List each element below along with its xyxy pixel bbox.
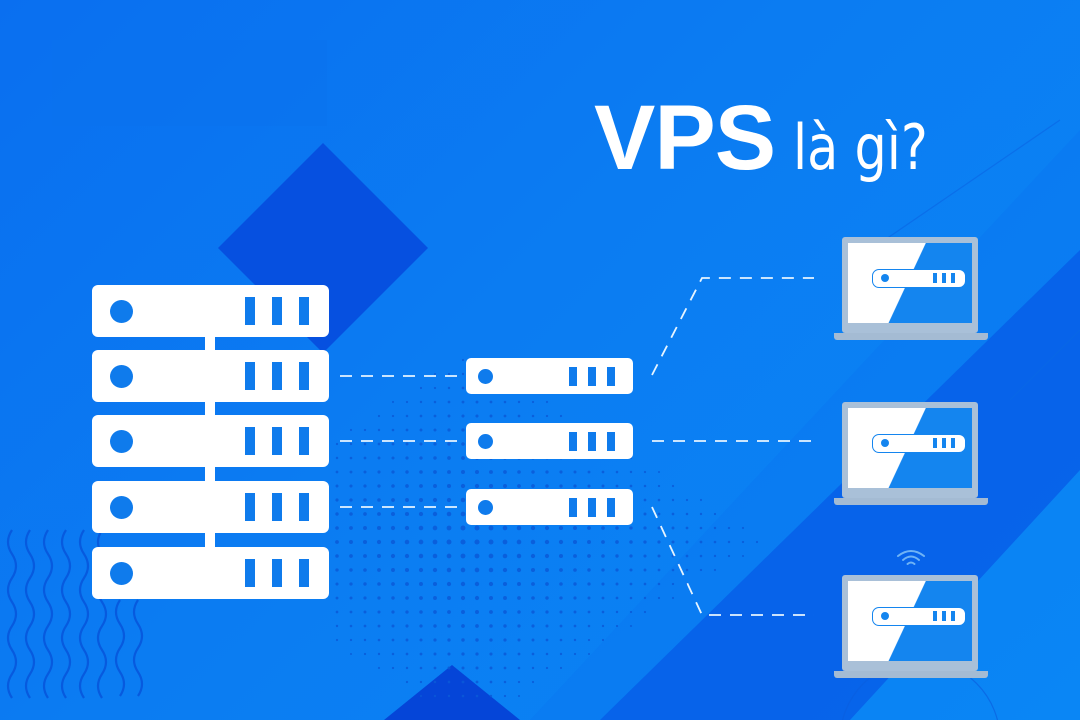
laptop-icon <box>834 237 988 343</box>
led-icon <box>110 562 133 585</box>
led-icon <box>110 430 133 453</box>
laptop-base <box>834 671 988 678</box>
vent-bars-icon <box>569 498 615 517</box>
vps-server-icon <box>466 489 633 525</box>
rack-connector <box>205 467 215 481</box>
laptop-base <box>834 333 988 340</box>
server-unit-icon <box>872 269 966 288</box>
laptop-icon <box>834 402 988 508</box>
rack-unit <box>92 415 329 467</box>
vps-server-icon <box>466 358 633 394</box>
laptop-base <box>834 498 988 505</box>
led-icon <box>110 496 133 519</box>
vent-bars-icon <box>245 427 309 455</box>
rack-connector <box>205 533 215 547</box>
wifi-icon <box>897 550 925 565</box>
rack-unit <box>92 547 329 599</box>
server-unit-icon <box>872 607 966 626</box>
server-unit-icon <box>872 434 966 453</box>
led-icon <box>478 434 493 449</box>
vent-bars-icon <box>569 367 615 386</box>
vps-server-icon <box>466 423 633 459</box>
title-sub: là gì? <box>793 111 928 184</box>
rack-unit <box>92 350 329 402</box>
led-icon <box>478 369 493 384</box>
title-main: VPS <box>594 87 776 189</box>
vent-bars-icon <box>245 297 309 325</box>
led-icon <box>110 365 133 388</box>
rack-unit <box>92 481 329 533</box>
rack-connector <box>205 337 215 351</box>
rack-connector <box>205 402 215 416</box>
vent-bars-icon <box>245 362 309 390</box>
page-title: VPS là gì? <box>594 92 958 184</box>
led-icon <box>478 500 493 515</box>
vent-bars-icon <box>569 432 615 451</box>
vent-bars-icon <box>245 559 309 587</box>
vent-bars-icon <box>245 493 309 521</box>
laptop-icon <box>834 575 988 681</box>
led-icon <box>110 300 133 323</box>
rack-unit <box>92 285 329 337</box>
